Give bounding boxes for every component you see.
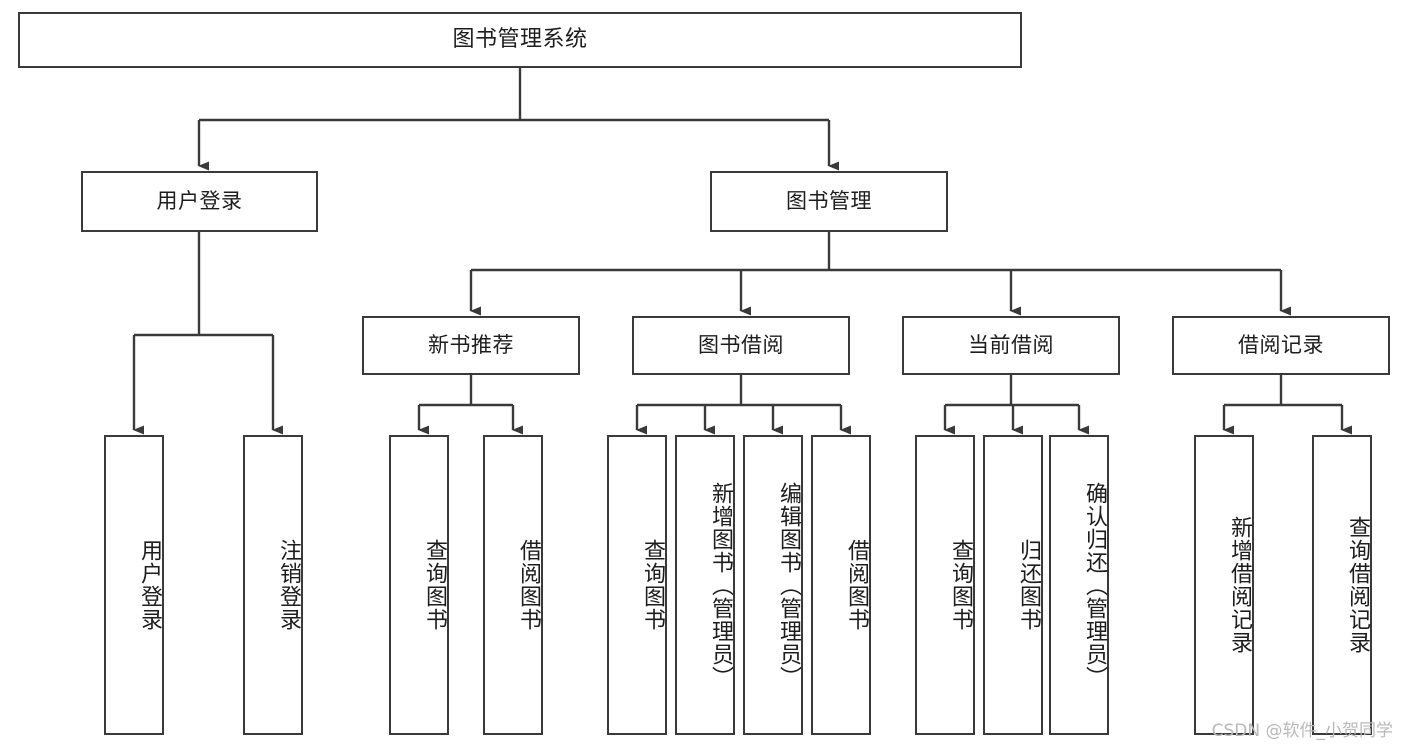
node-label: 图书管理系统: [452, 27, 588, 53]
leaf-current-borrow-3[interactable]: 确认归还（管理员）: [1049, 435, 1109, 735]
node-root-system[interactable]: 图书管理系统: [18, 12, 1022, 68]
leaf-user-login-2[interactable]: 注销登录: [243, 435, 303, 735]
node-label: 查询图书: [948, 539, 973, 631]
node-label: 查询图书: [640, 539, 665, 631]
leaf-book-borrow-2[interactable]: 新增图书（管理员）: [675, 435, 735, 735]
leaf-book-borrow-4[interactable]: 借阅图书: [811, 435, 871, 735]
node-label: 归还图书: [1016, 539, 1041, 631]
node-label: 确认归还（管理员）: [1082, 481, 1107, 689]
leaf-new-book-1[interactable]: 查询图书: [389, 435, 449, 735]
leaf-borrow-record-2[interactable]: 查询借阅记录: [1312, 435, 1372, 735]
node-label: 新增借阅记录: [1227, 516, 1252, 654]
watermark-csdn: CSDN @软件_小贺同学: [1211, 721, 1393, 741]
node-label: 借阅图书: [844, 539, 869, 631]
leaf-book-borrow-3[interactable]: 编辑图书（管理员）: [743, 435, 803, 735]
node-new-book-recommend[interactable]: 新书推荐: [362, 316, 580, 375]
node-label: 借阅图书: [516, 539, 541, 631]
node-label: 用户登录: [137, 539, 162, 631]
leaf-new-book-2[interactable]: 借阅图书: [483, 435, 543, 735]
leaf-current-borrow-2[interactable]: 归还图书: [983, 435, 1043, 735]
leaf-book-borrow-1[interactable]: 查询图书: [607, 435, 667, 735]
node-label: 新增图书（管理员）: [708, 481, 733, 689]
leaf-user-login-1[interactable]: 用户登录: [104, 435, 164, 735]
node-label: 借阅记录: [1238, 333, 1324, 358]
node-book-borrow[interactable]: 图书借阅: [632, 316, 850, 375]
node-book-management[interactable]: 图书管理: [710, 171, 948, 232]
node-borrow-record[interactable]: 借阅记录: [1172, 316, 1390, 375]
node-user-login[interactable]: 用户登录: [81, 171, 318, 232]
node-label: 查询借阅记录: [1345, 516, 1370, 654]
node-label: 图书管理: [786, 189, 872, 214]
node-label: 新书推荐: [428, 333, 514, 358]
leaf-borrow-record-1[interactable]: 新增借阅记录: [1194, 435, 1254, 735]
node-label: 编辑图书（管理员）: [776, 481, 801, 689]
node-label: 当前借阅: [968, 333, 1054, 358]
leaf-current-borrow-1[interactable]: 查询图书: [915, 435, 975, 735]
node-label: 注销登录: [276, 539, 301, 631]
node-label: 图书借阅: [698, 333, 784, 358]
node-label: 用户登录: [156, 189, 243, 214]
node-current-borrow[interactable]: 当前借阅: [902, 316, 1120, 375]
node-label: 查询图书: [422, 539, 447, 631]
